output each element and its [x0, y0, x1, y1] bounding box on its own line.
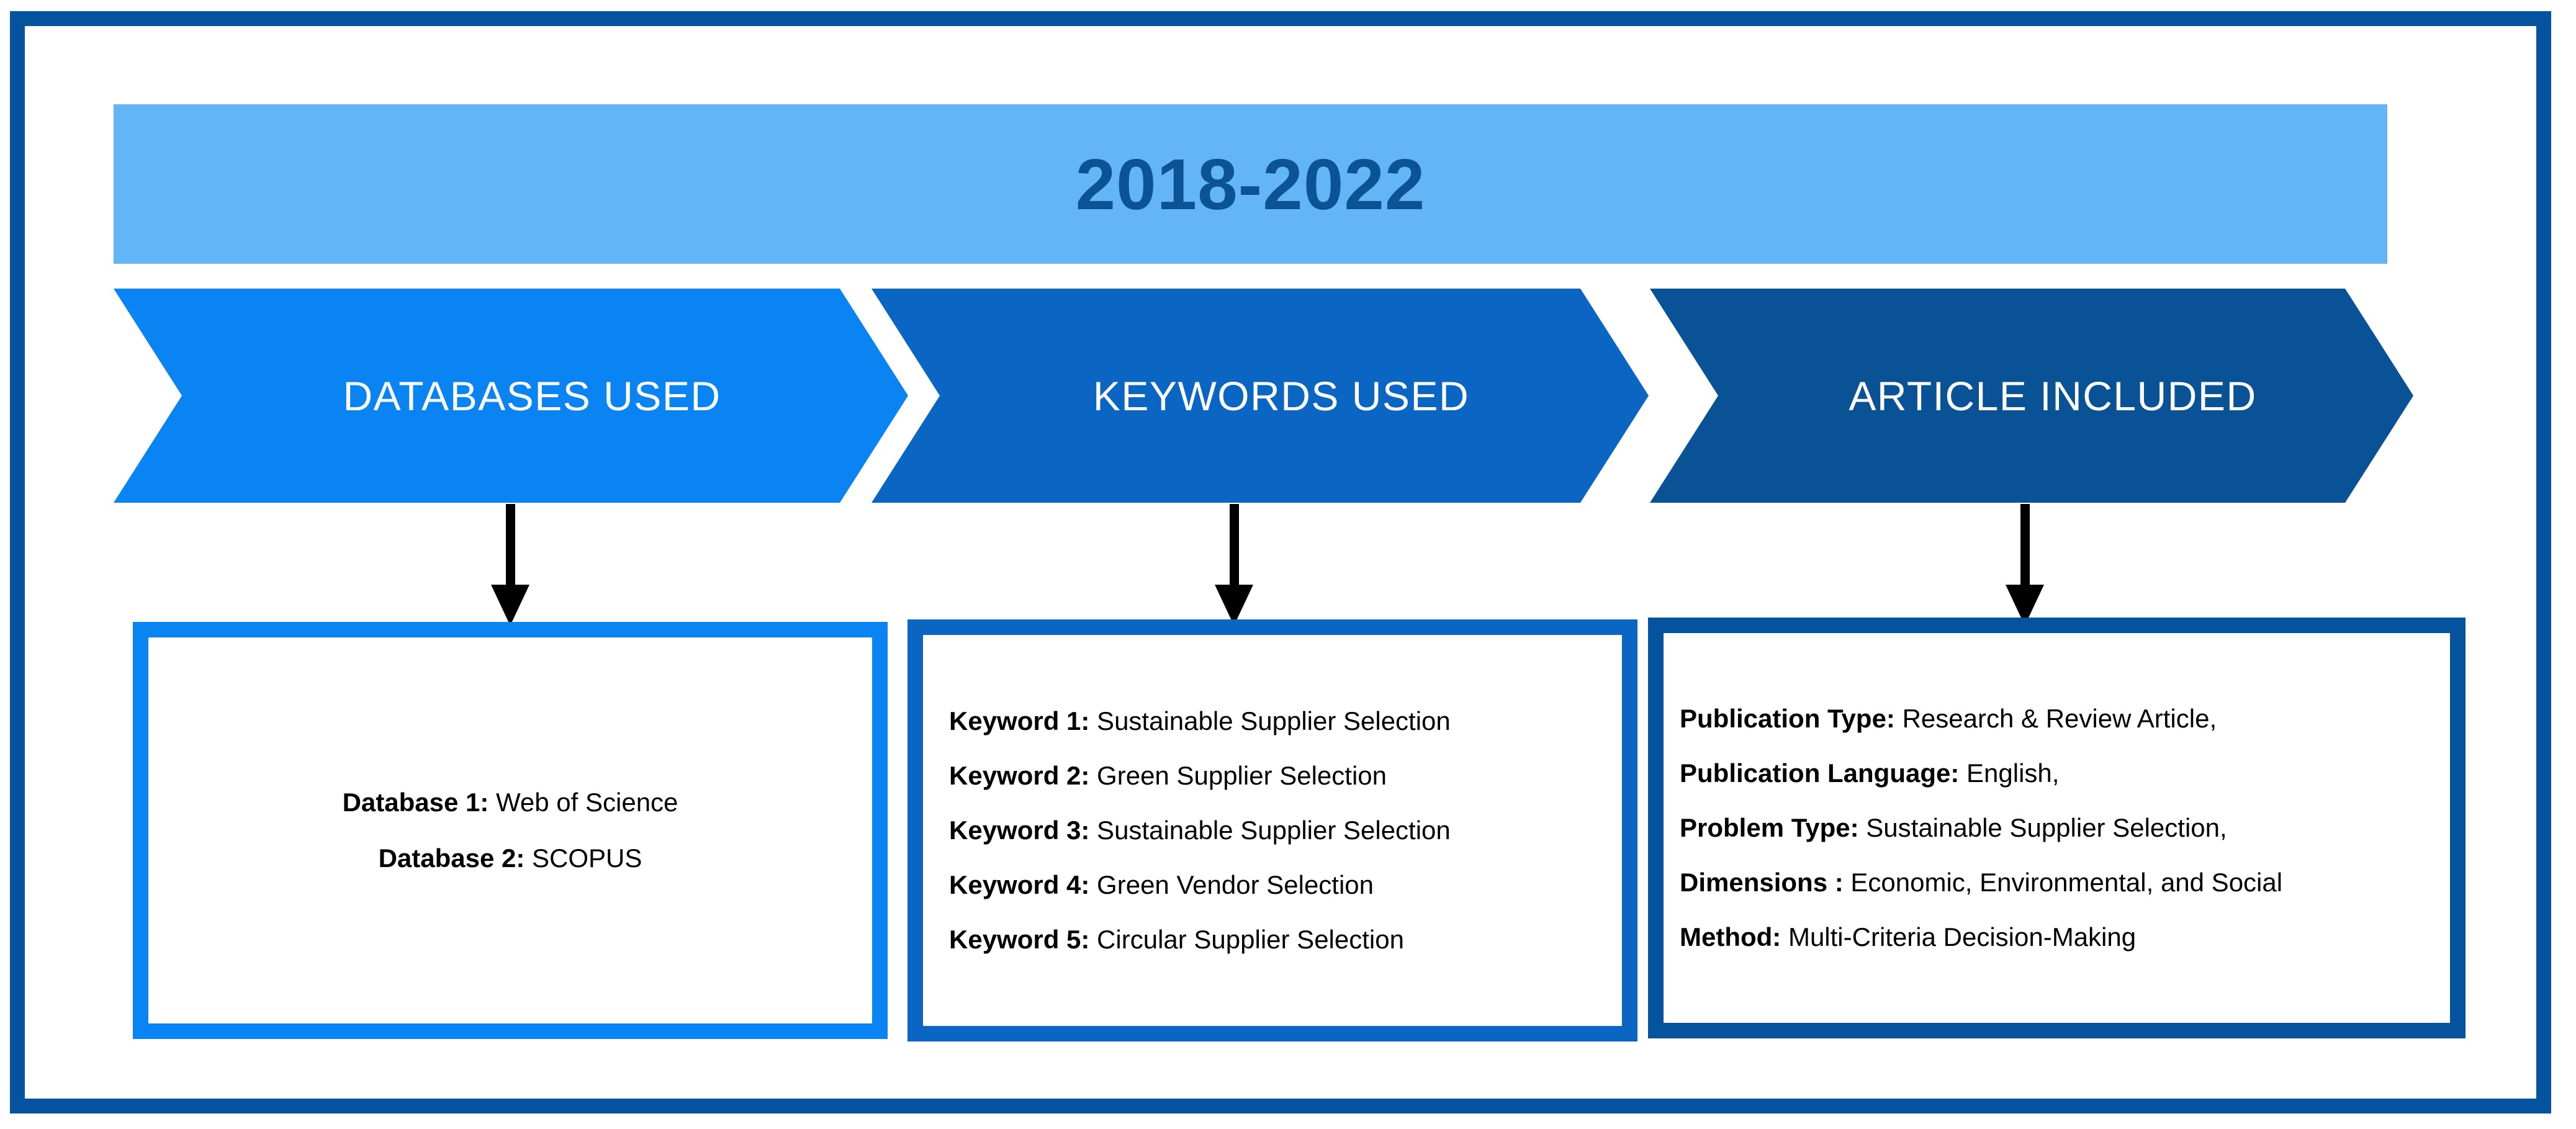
row-key: Method: [1680, 922, 1781, 952]
detail-box-databases: Database 1: Web of Science Database 2: S… [133, 622, 888, 1039]
list-item: Keyword 5: Circular Supplier Selection [949, 926, 1622, 953]
row-key: Database 2: [378, 843, 525, 873]
row-value: SCOPUS [525, 843, 642, 873]
row-value: Circular Supplier Selection [1089, 925, 1404, 955]
row-value: English, [1959, 758, 2060, 788]
down-arrow-icon-3 [2000, 504, 2050, 626]
row-value: Economic, Environmental, and Social [1843, 868, 2283, 897]
arrow-head [491, 585, 529, 626]
list-item: Method: Multi-Criteria Decision-Making [1680, 924, 2450, 951]
list-item: Keyword 3: Sustainable Supplier Selectio… [949, 815, 1622, 845]
row-value: Sustainable Supplier Selection [1089, 706, 1451, 735]
list-item: Publication Language: English, [1680, 758, 2450, 788]
row-key: Publication Language: [1680, 758, 1960, 788]
arrow-stem [2020, 504, 2030, 597]
row-key: Keyword 3: [949, 815, 1090, 845]
stage-label-databases-used: DATABASES USED [343, 372, 721, 419]
row-value: Web of Science [489, 787, 678, 817]
row-value: Multi-Criteria Decision-Making [1781, 922, 2137, 952]
list-item: Dimensions : Economic, Environmental, an… [1680, 868, 2450, 897]
page-title: 2018-2022 [1075, 143, 1426, 225]
arrow-stem [506, 504, 515, 597]
list-item: Problem Type: Sustainable Supplier Selec… [1680, 814, 2450, 842]
list-item: Publication Type: Research & Review Arti… [1680, 703, 2450, 733]
list-item: Keyword 4: Green Vendor Selection [949, 871, 1622, 899]
list-item: Keyword 2: Green Supplier Selection [949, 762, 1622, 789]
row-key: Dimensions : [1680, 868, 1844, 897]
arrow-stem [1230, 504, 1239, 597]
row-key: Problem Type: [1680, 812, 1859, 842]
row-key: Keyword 5: [949, 925, 1090, 955]
row-key: Database 1: [342, 787, 489, 817]
detail-box-article-criteria: Publication Type: Research & Review Arti… [1648, 618, 2466, 1038]
row-value: Green Vendor Selection [1089, 870, 1374, 900]
row-key: Keyword 1: [949, 706, 1090, 735]
stage-label-article-included: ARTICLE INCLUDED [1849, 372, 2257, 419]
row-key: Keyword 4: [949, 870, 1090, 900]
row-value: Sustainable Supplier Selection, [1858, 812, 2227, 842]
arrow-head [1215, 585, 1253, 626]
stage-chevron-keywords-used[interactable]: KEYWORDS USED [871, 289, 1649, 503]
row-key: Publication Type: [1680, 703, 1895, 733]
stage-label-keywords-used: KEYWORDS USED [1092, 372, 1470, 419]
stage-chevron-article-included[interactable]: ARTICLE INCLUDED [1650, 289, 2413, 503]
stage-chevron-databases-used[interactable]: DATABASES USED [114, 289, 908, 503]
list-item: Keyword 1: Sustainable Supplier Selectio… [949, 706, 1622, 735]
list-item: Database 1: Web of Science [342, 787, 678, 817]
row-value: Sustainable Supplier Selection [1089, 815, 1451, 845]
row-key: Keyword 2: [949, 760, 1090, 790]
list-item: Database 2: SCOPUS [378, 843, 642, 873]
down-arrow-icon-2 [1209, 504, 1259, 626]
row-value: Green Supplier Selection [1089, 760, 1387, 790]
outer-frame [10, 11, 2551, 1113]
down-arrow-icon-1 [485, 504, 535, 626]
title-banner: 2018-2022 [114, 104, 2387, 264]
row-value: Research & Review Article, [1894, 703, 2217, 733]
detail-box-keywords: Keyword 1: Sustainable Supplier Selectio… [907, 619, 1637, 1041]
